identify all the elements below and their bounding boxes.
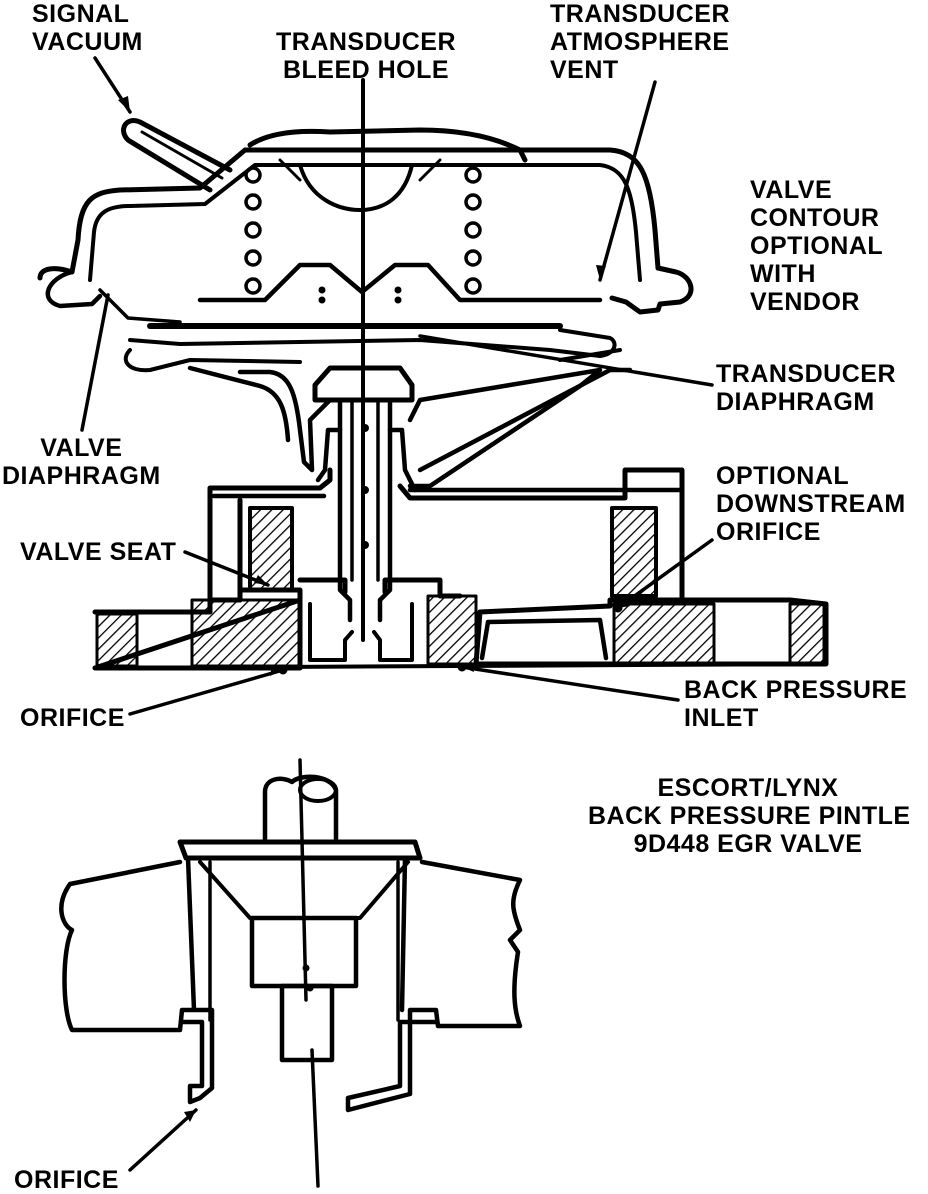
label-valve-diaphragm: VALVE DIAPHRAGM [2,434,161,490]
pintle-stem [337,397,393,623]
orifice-opening [308,602,414,662]
top-dome [298,163,414,212]
valve-diaphragm-bar [128,338,602,358]
hatched-wall-left [248,506,294,592]
signal-vacuum-nipple [121,118,233,193]
detail-wall-left [59,855,215,1105]
label-signal-vacuum: SIGNAL VACUUM [32,0,143,56]
flange-hatch-mid-right [426,594,478,666]
flange-hatch-right-mid [612,602,716,666]
label-back-pressure-inlet: BACK PRESSURE INLET [684,676,908,732]
stem-guide [315,427,418,493]
label-valve-contour: VALVE CONTOUR OPTIONAL WITH VENDOR [750,176,884,316]
pintle-plate [177,839,423,861]
caption-line-3: 9D448 EGR VALVE [633,830,863,858]
signal-vacuum-nipple-inner [140,130,224,180]
lower-housing-left-outer [187,365,291,443]
lower-housing-left [237,369,333,473]
caption-line-1: ESCORT/LYNX [657,774,839,802]
flange-hatch-left [95,612,139,668]
label-transducer-bleed-hole: TRANSDUCER BLEED HOLE [276,28,456,84]
label-transducer-atmosphere-vent: TRANSDUCER ATMOSPHERE VENT [550,0,730,84]
flange-right [473,597,829,667]
diaphragm-fold-right [558,328,622,362]
label-optional-downstream-orifice: OPTIONAL DOWNSTREAM ORIFICE [716,462,906,546]
top-dome-rib [253,158,522,182]
egr-valve-cross-section [37,56,829,716]
valve-body-top-rim [211,487,683,499]
diaphragm-fold-left [123,348,302,373]
top-cap [247,127,528,163]
hatched-wall-right [610,506,658,598]
valve-seat [297,577,463,599]
label-valve-seat: VALVE SEAT [20,538,177,566]
flange-hatch-right-end [788,602,826,666]
left-housing-lip [45,269,103,309]
label-transducer-diaphragm: TRANSDUCER DIAPHRAGM [716,360,896,416]
pintle-stem-inner [350,398,380,582]
pintle-detail-axis-lower [310,1048,320,1188]
caption-line-2: BACK PRESSURE PINTLE [588,802,911,830]
flange-hatch-mid-left [190,598,302,668]
pintle-tip [279,983,335,1063]
pintle-detail [59,758,523,1188]
lower-housing-right [407,367,603,489]
orifice-leader-bottom [128,1108,198,1172]
label-orifice-bottom: ORIFICE [14,1166,119,1194]
pintle-head [312,365,415,403]
housing-perforations [244,166,482,295]
back-pressure-chamber [479,617,609,661]
label-orifice-top: ORIFICE [20,704,125,732]
leader-arrowheads [118,96,630,676]
left-housing-lip-inner [98,288,182,324]
detail-wall-right [345,855,523,1113]
pintle-detail-axis [298,758,308,1002]
